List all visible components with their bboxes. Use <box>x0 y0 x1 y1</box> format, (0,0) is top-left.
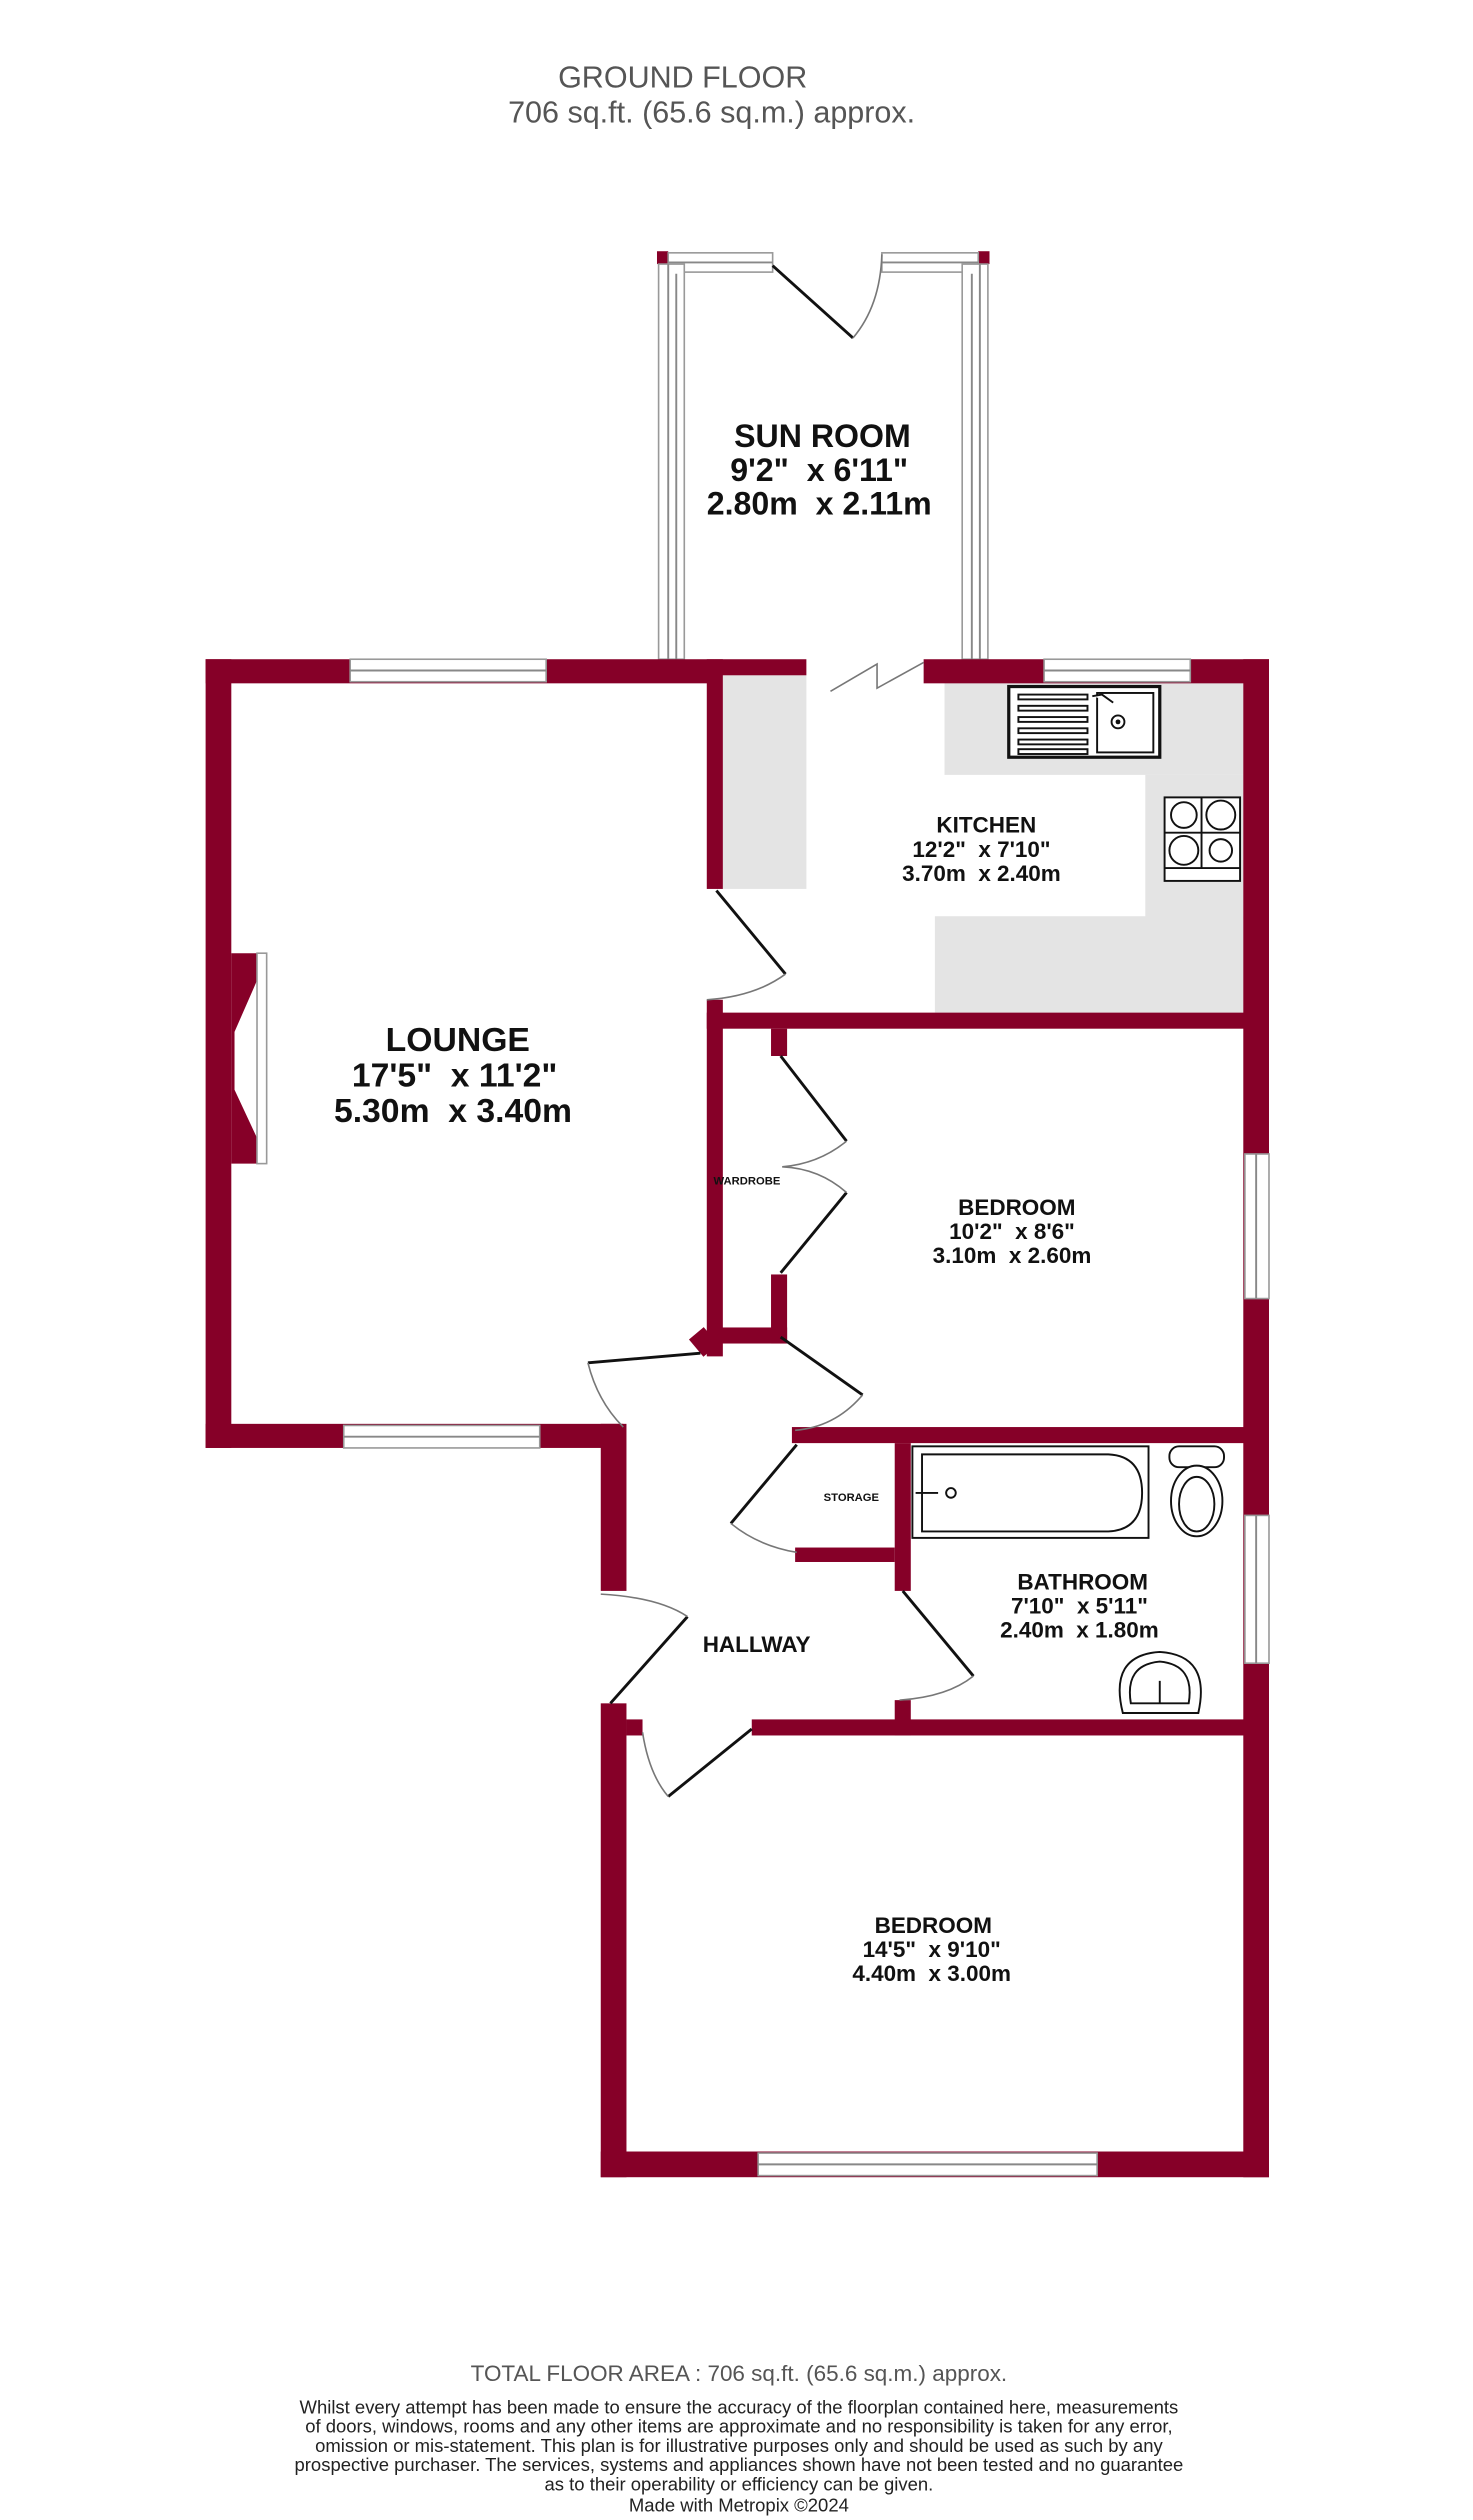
toilet-icon <box>1168 1445 1225 1538</box>
svg-text:17'5" x 11'2": 17'5" x 11'2" <box>352 1057 558 1095</box>
total-floor-area: TOTAL FLOOR AREA : 706 sq.ft. (65.6 sq.m… <box>471 2361 1008 2386</box>
bedroom2-door[interactable] <box>641 1727 753 1798</box>
sun-room-door[interactable] <box>771 254 883 340</box>
floor-title: GROUND FLOOR <box>558 60 807 94</box>
sink-icon <box>1007 684 1162 759</box>
room-label-bedroom-2: BEDROOM 14'5" x 9'10" 4.40m x 3.00m <box>852 1913 1011 1986</box>
bath-icon <box>911 1445 1150 1539</box>
lounge-kitchen-door[interactable] <box>706 889 787 1001</box>
svg-text:4.40m x 3.00m: 4.40m x 3.00m <box>852 1961 1011 1986</box>
svg-text:14'5" x 9'10": 14'5" x 9'10" <box>863 1937 1001 1962</box>
svg-text:of doors, windows, rooms and a: of doors, windows, rooms and any other i… <box>305 2416 1172 2437</box>
svg-text:2.80m x 2.11m: 2.80m x 2.11m <box>707 486 932 522</box>
svg-text:3.10m x 2.60m: 3.10m x 2.60m <box>933 1243 1092 1268</box>
hob-icon <box>1163 796 1242 882</box>
fireplace <box>231 952 268 1165</box>
storage-label: STORAGE <box>824 1492 880 1504</box>
svg-text:prospective purchaser. The ser: prospective purchaser. The services, sys… <box>295 2454 1184 2475</box>
room-label-sun-room: SUN ROOM 9'2" x 6'11" 2.80m x 2.11m <box>707 418 932 521</box>
svg-text:BEDROOM: BEDROOM <box>958 1195 1075 1220</box>
svg-text:3.70m x 2.40m: 3.70m x 2.40m <box>902 861 1061 886</box>
svg-text:12'2" x 7'10": 12'2" x 7'10" <box>912 837 1050 862</box>
storage-door[interactable] <box>729 1443 798 1554</box>
room-label-bedroom: BEDROOM 10'2" x 8'6" 3.10m x 2.60m <box>933 1195 1092 1268</box>
svg-text:LOUNGE: LOUNGE <box>386 1021 530 1059</box>
wardrobe-label: WARDROBE <box>714 1176 781 1188</box>
bathroom-door[interactable] <box>899 1589 975 1701</box>
room-label-lounge: LOUNGE 17'5" x 11'2" 5.30m x 3.40m <box>334 1021 572 1130</box>
credit: Made with Metropix ©2024 <box>629 2494 849 2515</box>
svg-text:omission or mis-statement. Thi: omission or mis-statement. This plan is … <box>315 2435 1163 2456</box>
kitchen-bifold-door[interactable] <box>830 661 925 693</box>
room-label-bathroom: BATHROOM 7'10" x 5'11" 2.40m x 1.80m <box>1000 1569 1159 1642</box>
room-label-hallway: HALLWAY <box>703 1632 811 1657</box>
svg-text:BATHROOM: BATHROOM <box>1017 1569 1148 1594</box>
front-door[interactable] <box>600 1593 689 1705</box>
disclaimer: Whilst every attempt has been made to en… <box>295 2396 1184 2494</box>
svg-text:as to their operability or eff: as to their operability or efficiency ca… <box>545 2473 934 2494</box>
bedroom-door[interactable] <box>779 1335 864 1432</box>
svg-text:10'2" x 8'6": 10'2" x 8'6" <box>949 1219 1075 1244</box>
svg-text:Whilst every attempt has been: Whilst every attempt has been made to en… <box>300 2396 1179 2417</box>
svg-text:9'2" x 6'11": 9'2" x 6'11" <box>730 452 908 488</box>
floor-area: 706 sq.ft. (65.6 sq.m.) approx. <box>508 96 915 130</box>
room-label-kitchen: KITCHEN 12'2" x 7'10" 3.70m x 2.40m <box>902 813 1061 886</box>
svg-text:7'10" x 5'11": 7'10" x 5'11" <box>1011 1593 1148 1618</box>
svg-text:BEDROOM: BEDROOM <box>875 1913 992 1938</box>
sun-room-frame <box>656 251 990 661</box>
svg-text:KITCHEN: KITCHEN <box>936 813 1036 838</box>
basin-icon <box>1118 1650 1202 1714</box>
svg-text:SUN ROOM: SUN ROOM <box>734 418 911 454</box>
windows <box>342 658 1270 2177</box>
lounge-door[interactable] <box>587 1351 701 1428</box>
svg-text:5.30m x 3.40m: 5.30m x 3.40m <box>334 1092 572 1130</box>
svg-text:2.40m x 1.80m: 2.40m x 1.80m <box>1000 1617 1159 1642</box>
wardrobe-doors[interactable] <box>779 1055 848 1274</box>
